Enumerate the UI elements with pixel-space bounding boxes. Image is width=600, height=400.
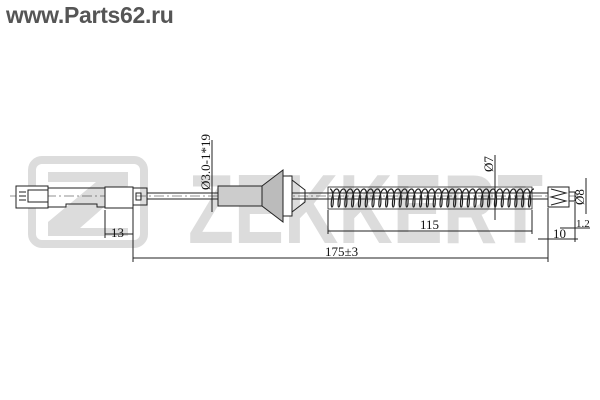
label-spring-length: 115 — [420, 217, 439, 232]
site-watermark-text: www.Parts62.ru — [6, 2, 174, 28]
label-sleeve-length: 13 — [111, 225, 124, 240]
label-total-length: 175±3 — [325, 244, 358, 259]
end-ferrule — [547, 186, 576, 208]
label-end-length: 10 — [553, 226, 566, 241]
label-spring-diameter: Ø7 — [481, 156, 496, 172]
label-end-offset: 1.2 — [576, 218, 590, 230]
dimension-labels: Ø3.0-1*19 Ø7 Ø8 115 175±3 13 10 1.2 — [111, 134, 590, 259]
label-end-diameter: Ø8 — [572, 189, 587, 205]
left-connector — [15, 185, 148, 209]
label-cable-diameter: Ø3.0-1*19 — [198, 134, 213, 190]
grommet — [217, 168, 306, 224]
spring — [329, 188, 535, 208]
